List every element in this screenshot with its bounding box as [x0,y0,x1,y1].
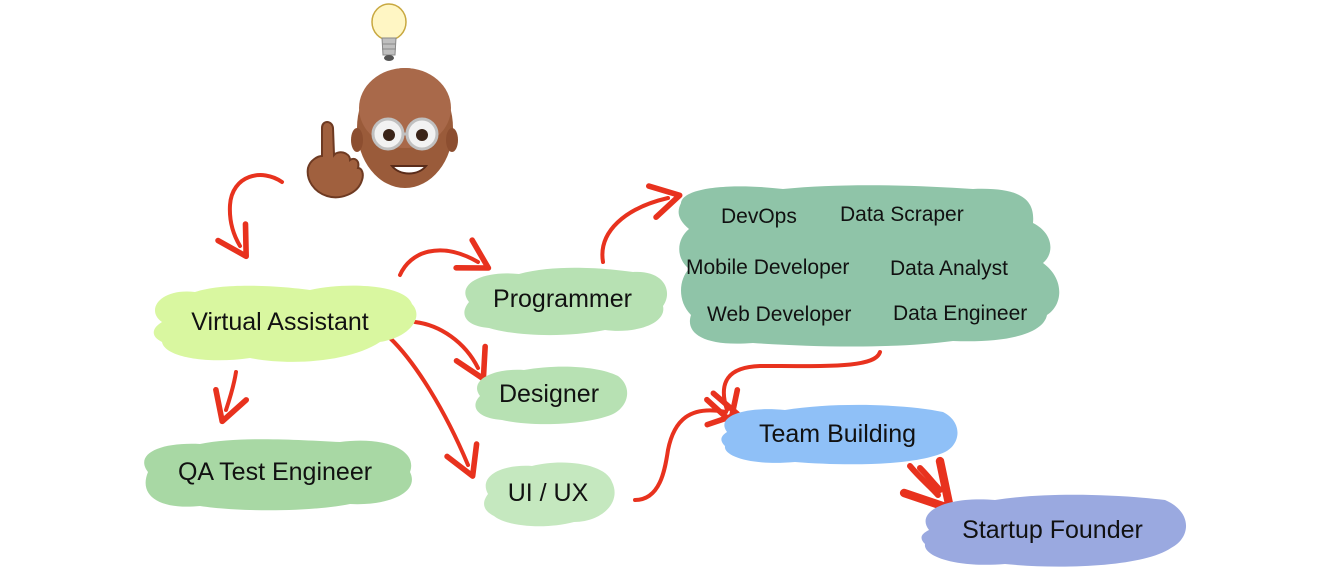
arrow-va-to-designer [413,320,488,382]
qa-test-engineer-label: QA Test Engineer [177,457,373,486]
role-devops: DevOps [721,205,797,228]
arrow-tech-to-team [704,350,882,425]
role-data-engineer: Data Engineer [893,302,1028,325]
cloud-shape [144,439,412,511]
lightbulb-icon [371,3,407,61]
node-designer: Designer [468,362,630,427]
arrow-programmer-to-tech [600,183,683,264]
node-ui-ux: UI / UX [478,458,618,528]
cloud-shape [464,267,668,336]
arrow-team-to-startup [899,456,955,513]
role-mobile-developer: Mobile Developer [686,256,850,279]
virtual-assistant-label: Virtual Assistant [191,308,369,336]
node-team-building: Team Building [715,402,960,467]
role-data-scraper: Data Scraper [840,203,964,226]
avatar-group [306,3,458,199]
team-building-label: Team Building [758,420,917,448]
cloud-shape [921,494,1187,567]
role-web-developer: Web Developer [707,303,852,326]
arrow-va-to-programmer [398,237,492,277]
cloud-shape [475,366,628,425]
pointing-finger-icon [306,121,364,199]
ui-ux-label: UI / UX [507,478,589,507]
arrow-avatar-to-va [215,173,284,260]
arrow-team-to-startup-second [917,465,943,493]
node-qa-test-engineer: QA Test Engineer [130,432,420,512]
startup-founder-label: Startup Founder [962,515,1143,544]
arrow-va-to-qa [213,370,250,425]
designer-label: Designer [498,380,600,408]
cloud-shape [484,462,615,527]
node-programmer: Programmer [455,262,670,337]
node-startup-founder: Startup Founder [915,490,1190,570]
cloud-shape [721,404,958,465]
arrow-va-to-uiux [388,336,480,479]
tech-roles-cloud: DevOps Data Scraper Mobile Developer Dat… [673,183,1068,348]
arrow-uiux-to-team [633,390,741,502]
cloud-shape [678,185,1060,347]
cloud-shape [153,285,417,362]
role-data-analyst: Data Analyst [890,257,1008,280]
memoji-avatar-icon [351,68,458,188]
programmer-label: Programmer [493,285,632,313]
node-virtual-assistant: Virtual Assistant [140,280,420,365]
